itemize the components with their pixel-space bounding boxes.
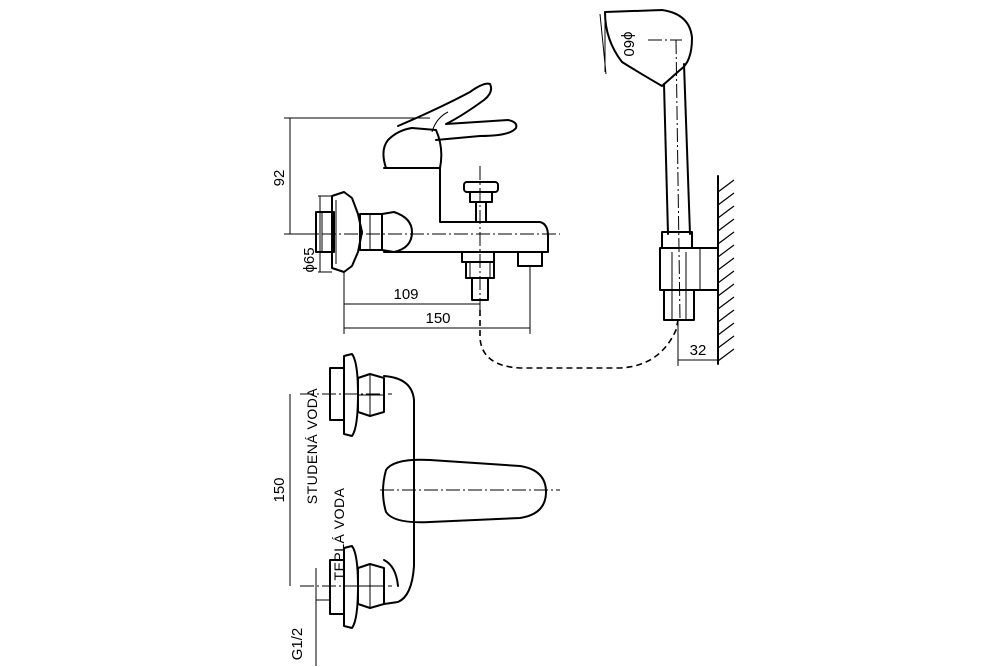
hose-outlet [461,251,495,263]
body-cap [381,211,413,253]
top-view-body [383,375,415,605]
wall-hatch-mark [717,335,735,349]
spout-aerator [517,251,543,267]
dim-thread-label: G1/2 [289,628,306,661]
mixer-top-view [300,353,560,629]
dim-inlet-spacing: 150 [271,394,291,586]
wall-hatch-mark [717,283,735,297]
wall-hatch-mark [717,257,735,271]
wall-hatch-mark [717,218,735,232]
dim-wall-offset: 32 [677,320,718,366]
wall-hatch-mark [717,205,735,219]
wall-hatch-mark [717,179,735,193]
wall-hatch-mark [717,296,735,310]
wall-hatch-mark [717,348,735,362]
dim-thread: G1/2 [289,568,330,666]
lever-base [382,127,443,169]
dim-shower-label: ϕ60 [620,31,637,56]
top-view-lever [382,458,547,524]
faucet-body [383,167,549,253]
wall-hatch-mark [717,231,735,245]
shower-hose [479,310,679,369]
wall-hatch-mark [717,244,735,258]
diverter-knob [463,181,499,193]
shower-head [604,9,693,87]
inlet-connector [315,211,335,253]
dim-rosette-label: ϕ65 [301,247,318,272]
upper-rosette [343,353,359,437]
dim-total-depth: 150 [344,266,531,334]
dim-wall-label: 32 [690,342,707,359]
wall-hatch-mark [717,309,735,323]
eccentric-nut [359,213,383,251]
dim-height-label: 92 [271,170,288,187]
wall-hatch-mark [717,270,735,284]
cold-water-label: STUDENÁ VODA [304,388,320,505]
wall [717,175,735,365]
wall-hatch-mark [717,322,735,336]
dim-shower-diameter: ϕ60 [599,13,637,75]
hot-water-label: TEPLÁ VODA [331,487,347,580]
dim-inlet-label: 150 [271,477,288,502]
wall-hatch-mark [717,192,735,206]
shower-holder [661,231,693,249]
dim-total-label: 150 [425,310,450,327]
dim-rosette-diameter: ϕ65 [301,195,332,273]
lever-handle [397,82,518,141]
dim-spout: 109 [343,272,481,334]
dim-height: 92 [271,117,430,235]
dim-spout-label: 109 [393,286,418,303]
